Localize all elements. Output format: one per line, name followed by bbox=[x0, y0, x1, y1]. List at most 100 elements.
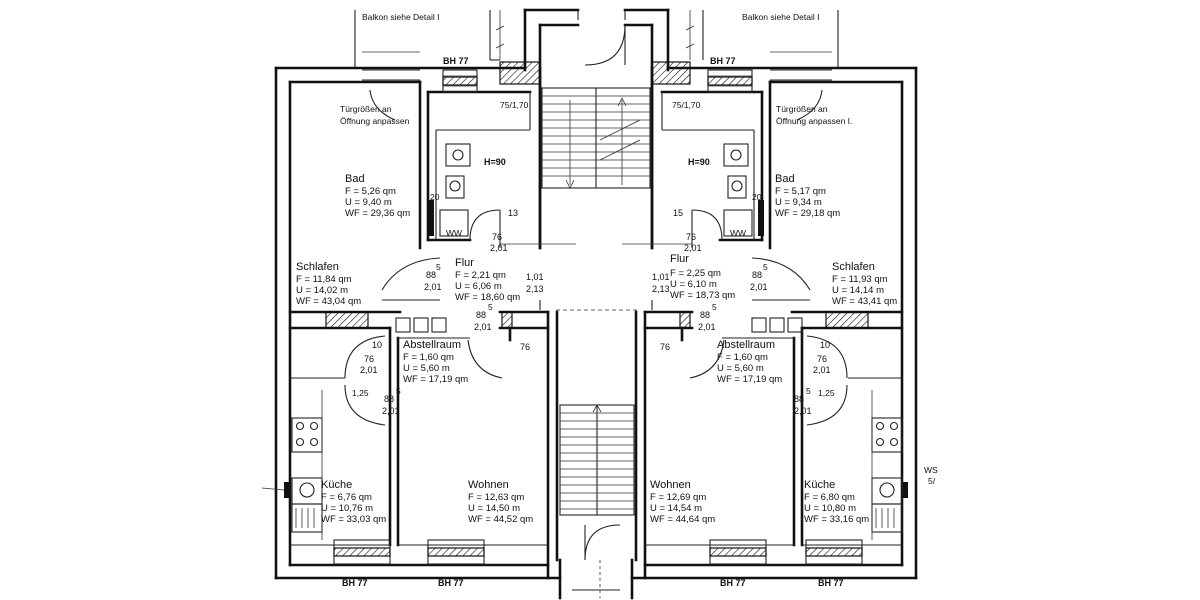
room-living-area: WF = 44,64 qm bbox=[650, 514, 715, 525]
room-area: F = 1,60 qm bbox=[717, 352, 768, 363]
outer-walls bbox=[274, 66, 918, 580]
door-note-right-2: Öffnung anpassen I. bbox=[776, 116, 852, 126]
door-dim-201-left: 2,01 bbox=[490, 243, 508, 253]
room-area: F = 5,26 qm bbox=[345, 186, 396, 197]
door-dim-201-ab-left: 2,01 bbox=[360, 365, 378, 375]
dim-125-right: 1,25 bbox=[818, 388, 835, 398]
door-dim-88-b: 88 bbox=[752, 270, 762, 280]
room-kueche-right: Küche F = 6,80 qm U = 10,80 m WF = 33,16… bbox=[804, 479, 869, 525]
window-label-bottom-4: BH 77 bbox=[818, 578, 844, 588]
room-living-area: WF = 17,19 qm bbox=[403, 374, 468, 385]
dim-76-wohnen-left: 76 bbox=[520, 342, 530, 352]
balcony-note-right: Balkon siehe Detail I bbox=[742, 12, 820, 22]
room-name: Flur bbox=[670, 253, 689, 265]
room-flur-right: Flur F = 2,25 qm U = 6,10 m WF = 18,73 q… bbox=[670, 253, 735, 301]
dimension-lines bbox=[261, 10, 695, 491]
room-area: F = 2,21 qm bbox=[455, 270, 506, 281]
room-perimeter: U = 10,80 m bbox=[804, 503, 856, 514]
dim-20-right: 20 bbox=[752, 192, 762, 202]
interior-walls-left bbox=[288, 66, 550, 547]
door-dim-213-right: 2,13 bbox=[652, 284, 670, 294]
dim-76-wohnen-right: 76 bbox=[660, 342, 670, 352]
door-dim-201-d: 2,01 bbox=[698, 322, 716, 332]
hatched-shafts bbox=[284, 61, 908, 498]
room-name: Bad bbox=[345, 173, 365, 185]
room-living-area: WF = 43,41 qm bbox=[832, 296, 897, 307]
door-dim-76-right: 76 bbox=[686, 232, 696, 242]
room-name: Abstellraum bbox=[403, 339, 461, 351]
dim-20-left: 20 bbox=[430, 192, 440, 202]
door-note-left-2: Öffnung anpassen bbox=[340, 116, 410, 126]
room-perimeter: U = 14,02 m bbox=[296, 285, 348, 296]
door-dim-201-ab-right: 2,01 bbox=[813, 365, 831, 375]
room-abstellraum-left: Abstellraum F = 1,60 qm U = 5,60 m WF = … bbox=[403, 339, 468, 385]
room-name: Flur bbox=[455, 257, 474, 269]
room-area: F = 6,80 qm bbox=[804, 492, 855, 503]
dim-125-left: 1,25 bbox=[352, 388, 369, 398]
fixtures bbox=[291, 143, 903, 540]
window-label-bottom-2: BH 77 bbox=[438, 578, 464, 588]
room-area: F = 6,76 qm bbox=[321, 492, 372, 503]
door-dim-88-k-right: 88 bbox=[794, 394, 804, 404]
room-perimeter: U = 5,60 m bbox=[717, 363, 764, 374]
ww-left: WW bbox=[446, 228, 462, 238]
h90-left: H=90 bbox=[484, 157, 506, 167]
door-dim-201-b: 2,01 bbox=[750, 282, 768, 292]
room-schlafen-right: Schlafen F = 11,93 qm U = 14,14 m WF = 4… bbox=[832, 261, 897, 307]
interior-walls-right bbox=[643, 66, 904, 547]
room-name: Schlafen bbox=[296, 261, 339, 273]
dim-13: 13 bbox=[508, 208, 518, 218]
door-dim-101-left: 1,01 bbox=[526, 272, 544, 282]
room-perimeter: U = 9,34 m bbox=[775, 197, 822, 208]
room-living-area: WF = 29,36 qm bbox=[345, 208, 410, 219]
room-perimeter: U = 9,40 m bbox=[345, 197, 392, 208]
room-wohnen-left: Wohnen F = 12,63 qm U = 14,50 m WF = 44,… bbox=[468, 479, 533, 525]
room-abstellraum-right: Abstellraum F = 1,60 qm U = 5,60 m WF = … bbox=[717, 339, 782, 385]
room-living-area: WF = 18,73 qm bbox=[670, 290, 735, 301]
room-name: Küche bbox=[321, 479, 352, 491]
dimension-labels: 75/1,70 75/1,70 H=90 H=90 13 15 20 20 WW… bbox=[352, 100, 835, 416]
door-note-left-1: Türgrößen an bbox=[340, 104, 392, 114]
ww-right: WW bbox=[730, 228, 746, 238]
room-living-area: WF = 43,04 qm bbox=[296, 296, 361, 307]
bath-tag-right: 75/1,70 bbox=[672, 100, 701, 110]
door-dim-76-ab-left: 76 bbox=[364, 354, 374, 364]
room-area: F = 11,93 qm bbox=[832, 274, 888, 285]
door-note-right-1: Türgrößen an bbox=[776, 104, 828, 114]
h90-right: H=90 bbox=[688, 157, 710, 167]
room-bad-right: Bad F = 5,17 qm U = 9,34 m WF = 29,18 qm bbox=[775, 173, 840, 219]
room-perimeter: U = 14,50 m bbox=[468, 503, 520, 514]
room-name: Wohnen bbox=[650, 479, 691, 491]
door-dim-76-left: 76 bbox=[492, 232, 502, 242]
window-label-bottom-1: BH 77 bbox=[342, 578, 368, 588]
room-perimeter: U = 5,60 m bbox=[403, 363, 450, 374]
stair-flight-lower bbox=[559, 404, 635, 516]
sup5-4: 5 bbox=[712, 302, 717, 312]
window-label-top-left: BH 77 bbox=[443, 56, 469, 66]
windows bbox=[333, 69, 863, 565]
door-dim-76-ab-right: 76 bbox=[817, 354, 827, 364]
door-dim-201-c: 2,01 bbox=[474, 322, 492, 332]
room-living-area: WF = 33,03 qm bbox=[321, 514, 386, 525]
room-name: Bad bbox=[775, 173, 795, 185]
room-area: F = 12,63 qm bbox=[468, 492, 524, 503]
room-living-area: WF = 44,52 qm bbox=[468, 514, 533, 525]
annotations: Balkon siehe Detail I Balkon siehe Detai… bbox=[340, 12, 938, 486]
ws-label: WS bbox=[924, 465, 938, 475]
room-perimeter: U = 6,06 m bbox=[455, 281, 502, 292]
window-label-bottom-3: BH 77 bbox=[720, 578, 746, 588]
window-label-top-right: BH 77 bbox=[710, 56, 736, 66]
room-name: Küche bbox=[804, 479, 835, 491]
room-perimeter: U = 10,76 m bbox=[321, 503, 373, 514]
room-living-area: WF = 29,18 qm bbox=[775, 208, 840, 219]
door-dim-201-k-right: 2,01 bbox=[794, 406, 812, 416]
door-dim-101-right: 1,01 bbox=[652, 272, 670, 282]
door-dim-88-d: 88 bbox=[700, 310, 710, 320]
sup5-5: 5 bbox=[396, 386, 401, 396]
sup5-6: 5 bbox=[806, 386, 811, 396]
bath-tag-left: 75/1,70 bbox=[500, 100, 529, 110]
room-area: F = 1,60 qm bbox=[403, 352, 454, 363]
dim-15: 15 bbox=[673, 208, 683, 218]
room-area: F = 5,17 qm bbox=[775, 186, 826, 197]
